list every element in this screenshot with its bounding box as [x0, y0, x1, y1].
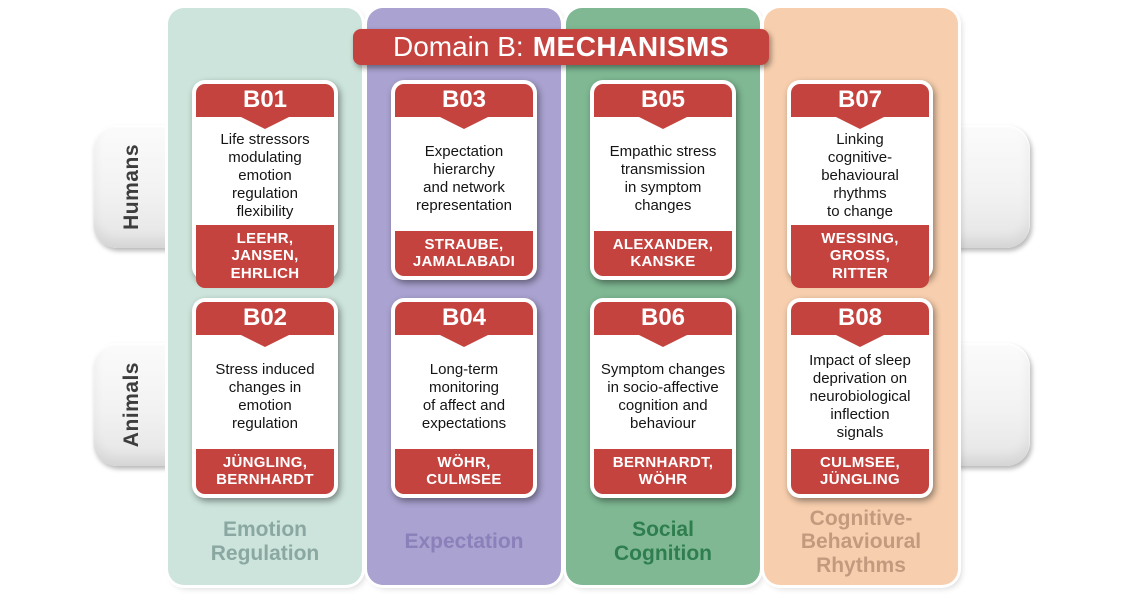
project-card-b04: B04 Long-term monitoring of affect and e… — [391, 298, 537, 498]
card-description: Empathic stress transmission in symptom … — [609, 142, 717, 214]
column-label-wrap: Social Cognition — [566, 499, 760, 585]
project-card-b08: B08 Impact of sleep deprivation on neuro… — [787, 298, 933, 498]
card-investigators: WÖHR, CULMSEE — [395, 448, 533, 494]
card-investigators: ALEXANDER, KANSKE — [594, 230, 732, 276]
card-code: B06 — [594, 302, 732, 335]
project-card-b03: B03 Expectation hierarchy and network re… — [391, 80, 537, 280]
card-description: Linking cognitive- behavioural rhythms t… — [821, 131, 899, 220]
project-card-b02: B02 Stress induced changes in emotion re… — [192, 298, 338, 498]
card-investigators: LEEHR, JANSEN, EHRLICH — [196, 225, 334, 288]
card-code: B07 — [791, 84, 929, 117]
card-code: B04 — [395, 302, 533, 335]
row-label-wrap: Humans — [97, 125, 167, 248]
card-investigators: WESSING, GROSS, RITTER — [791, 225, 929, 288]
column-label-cognitive-behavioural-rhythms: Cognitive- Behavioural Rhythms — [800, 506, 922, 577]
column-label-social-cognition: Social Cognition — [614, 518, 712, 565]
card-description: Stress induced changes in emotion regula… — [215, 360, 315, 432]
column-label-wrap: Expectation — [367, 499, 561, 585]
card-investigators: BERNHARDT, WÖHR — [594, 448, 732, 494]
card-description: Symptom changes in socio-affective cogni… — [600, 360, 726, 432]
card-investigators: CULMSEE, JÜNGLING — [791, 448, 929, 494]
column-label-wrap: Emotion Regulation — [168, 499, 362, 585]
card-code: B05 — [594, 84, 732, 117]
column-label-emotion-regulation: Emotion Regulation — [210, 518, 320, 565]
card-code: B03 — [395, 84, 533, 117]
card-description: Impact of sleep deprivation on neurobiol… — [809, 351, 911, 441]
project-card-b05: B05 Empathic stress transmission in symp… — [590, 80, 736, 280]
card-code: B01 — [196, 84, 334, 117]
row-label-wrap: Animals — [97, 343, 167, 466]
card-investigators: STRAUBE, JAMALABADI — [395, 230, 533, 276]
domain-title-banner: Domain B: MECHANISMS — [353, 29, 769, 65]
domain-title-prefix: Domain B: — [392, 31, 524, 62]
row-label-animals: Animals — [120, 361, 143, 448]
card-investigators: JÜNGLING, BERNHARDT — [196, 448, 334, 494]
domain-title-emphasis: MECHANISMS — [532, 31, 730, 62]
project-card-b06: B06 Symptom changes in socio-affective c… — [590, 298, 736, 498]
column-label-expectation: Expectation — [404, 530, 524, 554]
row-label-humans: Humans — [120, 143, 143, 230]
column-label-wrap: Cognitive- Behavioural Rhythms — [764, 499, 958, 585]
card-description: Expectation hierarchy and network repres… — [416, 142, 512, 214]
project-card-b01: B01 Life stressors modulating emotion re… — [192, 80, 338, 288]
card-code: B08 — [791, 302, 929, 335]
card-description: Life stressors modulating emotion regula… — [220, 131, 310, 220]
project-card-b07: B07 Linking cognitive- behavioural rhyth… — [787, 80, 933, 288]
card-description: Long-term monitoring of affect and expec… — [421, 360, 507, 432]
card-code: B02 — [196, 302, 334, 335]
